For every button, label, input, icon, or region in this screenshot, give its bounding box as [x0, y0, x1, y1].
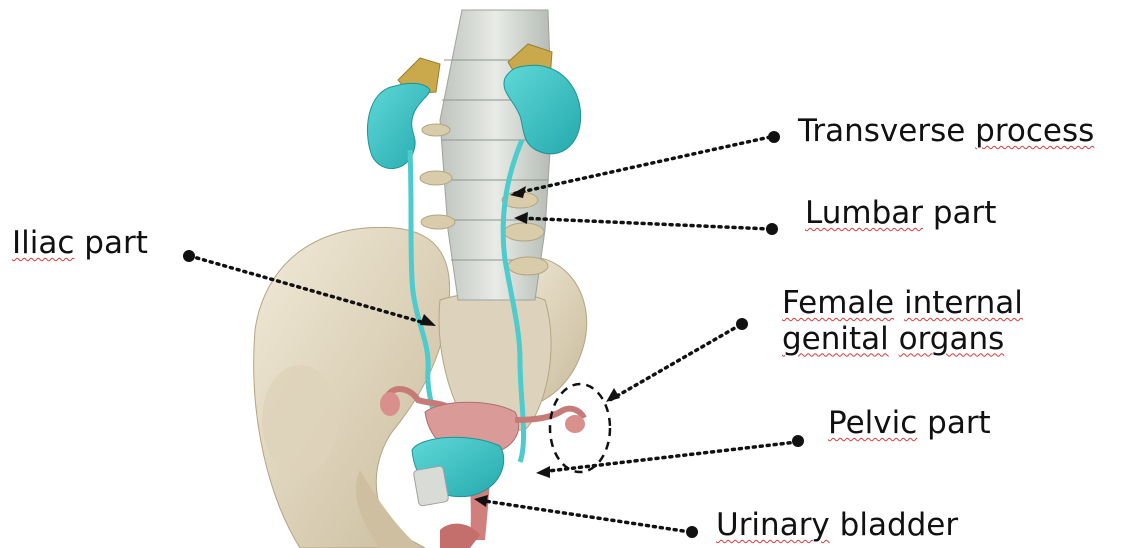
bullet-female-organs	[736, 318, 748, 330]
bullet-pelvic-part	[792, 435, 804, 447]
leader-pelvic-part	[540, 442, 797, 472]
label-female-word: Female	[782, 285, 894, 321]
label-lumbar-part: Lumbar part	[805, 196, 996, 232]
label-iliac-part-word: part	[84, 225, 148, 261]
label-genital-word: genital	[782, 321, 889, 357]
bullet-lumbar-part	[766, 223, 778, 235]
label-iliac-word: Iliac	[12, 225, 74, 261]
label-bladder-word: bladder	[840, 507, 958, 543]
arrowhead-female-organs	[606, 388, 620, 402]
pubic-bone	[413, 466, 449, 507]
bullet-transverse-process	[768, 131, 780, 143]
arrowhead-pelvic-part	[536, 466, 550, 478]
label-process-word: process	[975, 113, 1094, 149]
label-lumbar-word: Lumbar	[805, 195, 923, 231]
label-female-organs: Female internal genital organs	[782, 286, 1023, 357]
leader-lumbar-part	[520, 218, 770, 229]
leader-urinary-bladder	[478, 500, 690, 532]
label-transverse-process: Transverse process	[798, 114, 1094, 150]
label-pelvic-word: Pelvic	[828, 405, 917, 441]
label-lumbar-part-word: part	[933, 195, 997, 231]
label-transverse-word: Transverse	[798, 113, 965, 149]
label-organs-word: organs	[899, 321, 1005, 357]
bullet-urinary-bladder	[686, 526, 698, 538]
label-pelvic-part-word: part	[927, 405, 991, 441]
leader-female-organs	[610, 325, 740, 400]
bullet-iliac-part	[183, 250, 195, 262]
left-kidney	[367, 83, 430, 168]
label-urinary-word: Urinary	[716, 507, 830, 543]
label-internal-word: internal	[904, 285, 1023, 321]
label-iliac-part: Iliac part	[12, 226, 148, 262]
label-urinary-bladder: Urinary bladder	[716, 508, 958, 544]
label-pelvic-part: Pelvic part	[828, 406, 991, 442]
